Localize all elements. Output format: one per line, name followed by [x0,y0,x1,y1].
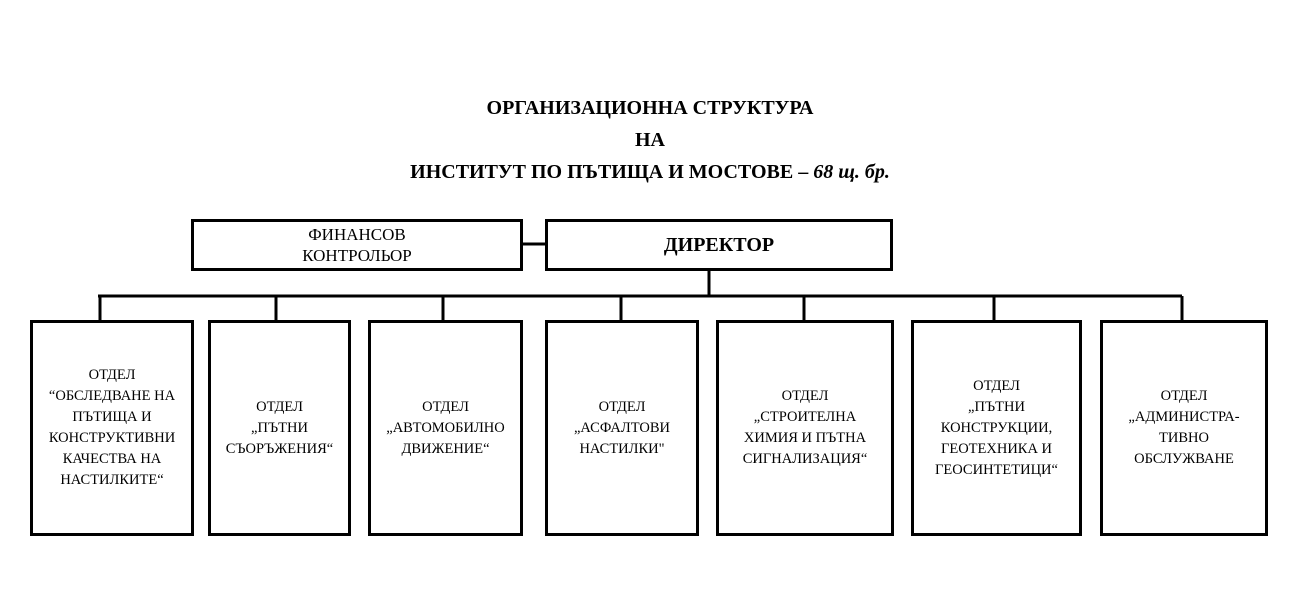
dept-1-line-4: КОНСТРУКТИВНИ [48,430,176,446]
dept-2-line-2: „ПЪТНИ [251,419,308,436]
department-box-4: ОТДЕЛ „АСФАЛТОВИ НАСТИЛКИ" [545,320,699,536]
department-box-2: ОТДЕЛ „ПЪТНИ СЪОРЪЖЕНИЯ“ [208,320,351,536]
title-line-3: ИНСТИТУТ ПО ПЪТИЩА И МОСТОВЕ – 68 щ. бр. [0,156,1300,188]
department-box-1: ОТДЕЛ “ОБСЛЕДВАНЕ НА ПЪТИЩА И КОНСТРУКТИ… [30,320,194,536]
financial-controller-line-1: ФИНАНСОВ [308,225,406,244]
title-line-2: НА [635,129,665,151]
dept-5-line-2: „СТРОИТЕЛНА [753,409,857,425]
financial-controller-box: ФИНАНСОВ КОНТРОЛЬОР [191,219,523,271]
dept-6-line-5: ГЕОСИНТЕТИЦИ“ [935,461,1058,478]
dept-4-line-2: „АСФАЛТОВИ [574,419,670,436]
title-institute-name: ИНСТИТУТ ПО ПЪТИЩА И МОСТОВЕ – [410,161,814,183]
dept-3-line-2: „АВТОМОБИЛНО [386,419,505,436]
dept-3-line-1: ОТДЕЛ [422,398,469,415]
dept-6-line-3: КОНСТРУКЦИИ, [940,419,1053,436]
dept-7-line-3: ТИВНО [1159,430,1209,446]
dept-1-line-5: КАЧЕСТВА НА [62,451,162,467]
department-box-5: ОТДЕЛ „СТРОИТЕЛНА ХИМИЯ И ПЪТНА СИГНАЛИЗ… [716,320,894,536]
dept-7-line-4: ОБСЛУЖВАНЕ [1134,451,1234,467]
director-box: ДИРЕКТОР [545,219,893,271]
dept-1-line-1: ОТДЕЛ [88,367,136,383]
dept-7-line-2: „АДМИНИСТРА- [1128,409,1240,425]
department-box-7: ОТДЕЛ „АДМИНИСТРА- ТИВНО ОБСЛУЖВАНЕ [1100,320,1268,536]
dept-1-line-2: “ОБСЛЕДВАНЕ НА [48,388,176,404]
dept-2-line-1: ОТДЕЛ [256,398,303,415]
dept-4-line-1: ОТДЕЛ [598,398,646,415]
dept-5-line-1: ОТДЕЛ [781,388,829,404]
financial-controller-line-2: КОНТРОЛЬОР [302,246,412,265]
dept-6-line-1: ОТДЕЛ [973,377,1020,394]
title-staff-count: 68 щ. бр. [813,161,890,183]
dept-5-line-3: ХИМИЯ И ПЪТНА [743,430,867,446]
dept-7-line-1: ОТДЕЛ [1160,388,1208,404]
dept-6-line-4: ГЕОТЕХНИКА И [940,440,1053,457]
dept-1-line-6: НАСТИЛКИТЕ“ [60,472,164,488]
dept-6-line-2: „ПЪТНИ [968,398,1025,415]
dept-2-line-3: СЪОРЪЖЕНИЯ“ [225,440,334,457]
dept-3-line-3: ДВИЖЕНИЕ“ [401,440,490,457]
department-box-3: ОТДЕЛ „АВТОМОБИЛНО ДВИЖЕНИЕ“ [368,320,523,536]
dept-4-line-3: НАСТИЛКИ" [579,440,665,457]
dept-5-line-4: СИГНАЛИЗАЦИЯ“ [742,451,868,467]
chart-title: ОРГАНИЗАЦИОННА СТРУКТУРА НА ИНСТИТУТ ПО … [0,92,1300,188]
director-label: ДИРЕКТОР [663,233,775,256]
title-line-1: ОРГАНИЗАЦИОННА СТРУКТУРА [486,97,814,119]
dept-1-line-3: ПЪТИЩА И [72,409,152,425]
department-box-6: ОТДЕЛ „ПЪТНИ КОНСТРУКЦИИ, ГЕОТЕХНИКА И Г… [911,320,1082,536]
